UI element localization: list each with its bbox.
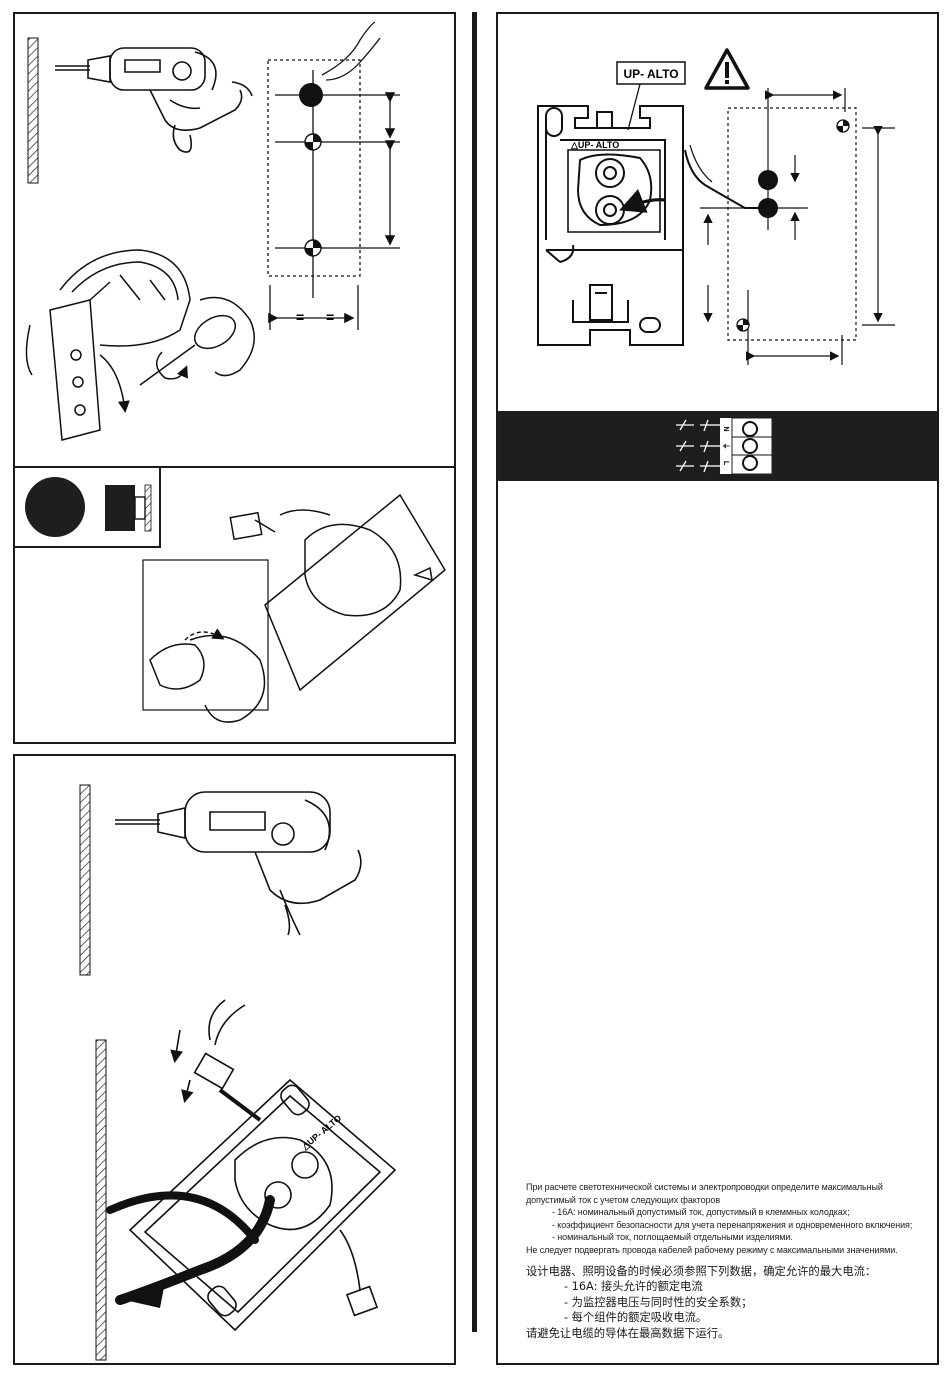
- column-divider: [472, 12, 477, 1332]
- plate-label: △UP- ALTO: [570, 140, 619, 150]
- panel-legend-box: [13, 466, 161, 548]
- equal-sign-right: =: [326, 309, 334, 325]
- cn-line-2: - 16A: 接头允许的额定电流: [564, 1280, 703, 1294]
- mounting-plate: [537, 105, 684, 346]
- wire-path: [684, 149, 770, 209]
- cn-line-3: - 为监控器电压与同时性的安全系数；: [564, 1295, 753, 1309]
- terminal-label-earth: ⏚: [722, 443, 730, 450]
- drill-illustration-top: [27, 37, 253, 184]
- drill-illustration-bottom: [79, 784, 362, 976]
- ru-line-6: Не следует подвергать провода кабелей ра…: [526, 1244, 898, 1255]
- hole-marker-filled-right-1: [758, 170, 778, 190]
- notes-chinese: 设计电器、照明设备的时候必须参照下列数据，确定允许的最大电流： - 16A: 接…: [526, 1264, 931, 1342]
- wire-insert-arrow: [619, 188, 666, 213]
- cn-line-1: 设计电器、照明设备的时候必须参照下列数据，确定允许的最大电流：: [526, 1264, 877, 1278]
- panel-connector-inset: [13, 466, 456, 744]
- hole-marker-cross-right-1: [836, 119, 850, 133]
- ru-line-3: - 16A: номинальный допустимый ток, допус…: [552, 1207, 850, 1218]
- hole-marker-cross-1: [304, 133, 322, 151]
- arrow-out-icon: [125, 1282, 165, 1308]
- cn-line-5: 请避免让电缆的导体在最高数据下运行。: [526, 1326, 730, 1340]
- panel-wall-mounting: [13, 754, 456, 1365]
- legend-plug-icon: [105, 484, 152, 532]
- warning-triangle-icon: [704, 48, 750, 90]
- ru-line-2: допустимый ток с учетом следующих фактор…: [526, 1194, 720, 1205]
- cn-line-4: - 每个组件的额定吸收电流。: [564, 1311, 708, 1325]
- current-notes: При расчете светотехнической системы и э…: [526, 1181, 931, 1341]
- up-alto-label: UP- ALTO: [623, 67, 678, 81]
- hole-marker-cross-2: [304, 239, 322, 257]
- terminal-block: [670, 416, 773, 476]
- hole-marker-filled-right-2: [758, 198, 778, 218]
- panel-plate-dimensions: [496, 12, 939, 1365]
- terminal-label-n: N: [722, 426, 729, 431]
- equal-sign-left: =: [296, 309, 304, 325]
- legend-dot-icon: [25, 477, 85, 537]
- hole-template-right: [700, 88, 895, 365]
- plate-label-wall: △UP- ALTO: [299, 1113, 343, 1152]
- ru-line-5: - номинальный ток, поглощаемый отдельным…: [552, 1232, 793, 1243]
- up-alto-label-box: [616, 61, 686, 85]
- terminal-label-l: L: [722, 461, 729, 466]
- notes-russian: При расчете светотехнической системы и э…: [526, 1181, 931, 1257]
- hole-marker-filled-top: [299, 83, 323, 107]
- hole-template-top: [267, 21, 400, 330]
- wall-plate-illustration: [95, 999, 397, 1361]
- connector-illustration: [142, 493, 446, 723]
- ru-line-1: При расчете светотехнической системы и э…: [526, 1182, 883, 1192]
- label-leader: [627, 83, 641, 131]
- cable-thick: [115, 1195, 275, 1305]
- box-unscrew-illustration: [25, 249, 255, 441]
- hole-marker-cross-right-2: [736, 318, 750, 332]
- ru-line-4: - коэффициент безопасности для учета пер…: [552, 1219, 913, 1230]
- cable-thick-2: [106, 1191, 259, 1244]
